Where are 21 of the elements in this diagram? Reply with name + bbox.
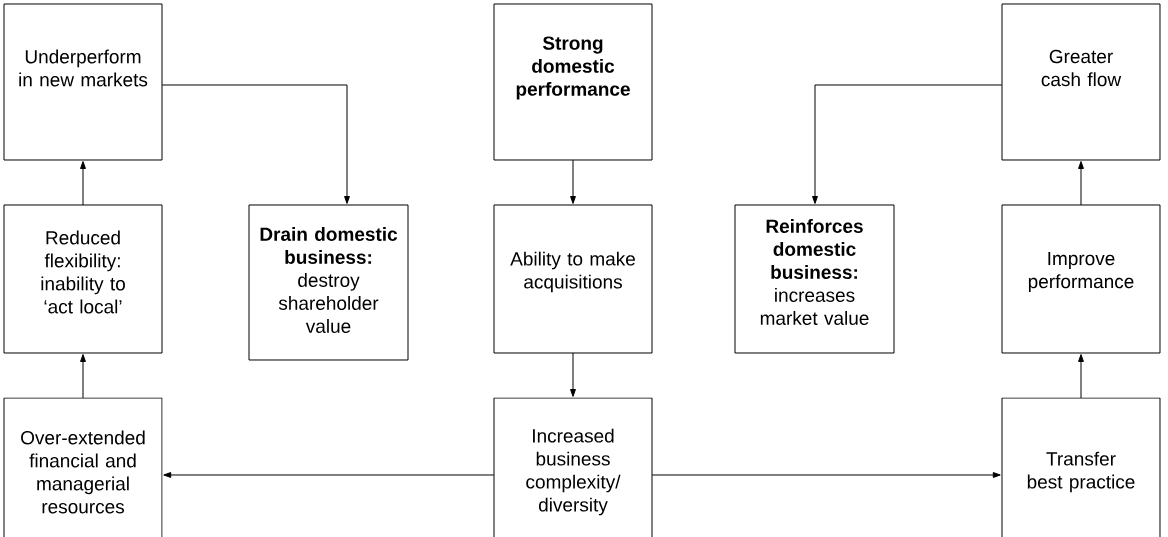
arrow <box>570 352 576 397</box>
process-box: Reduced flexibility: inability to ‘act local’ <box>3 204 163 354</box>
process-box: Increased business complexity/ diversity <box>493 397 653 537</box>
process-box: Ability to make acquisitions <box>493 204 653 354</box>
arrow <box>80 354 86 399</box>
process-box: Reinforces domestic business: increases market value <box>734 204 895 354</box>
arrow <box>1078 354 1084 399</box>
process-box: Drain domestic business: destroy shareholder value <box>248 204 409 361</box>
arrow <box>651 472 1001 478</box>
process-box: Improve performance <box>1001 204 1161 354</box>
arrow <box>570 159 576 204</box>
arrow <box>1078 161 1084 206</box>
arrow <box>812 84 1003 204</box>
process-box: Transfer best practice <box>1001 397 1161 537</box>
process-box: Over-extended financial and managerial resources <box>3 397 163 537</box>
arrow <box>80 161 86 206</box>
process-box: Underperform in new markets <box>3 3 163 161</box>
arrow <box>161 84 350 204</box>
process-box: Greater cash flow <box>1001 3 1161 161</box>
process-box: Strong domestic performance <box>493 3 653 161</box>
arrow <box>163 472 495 478</box>
